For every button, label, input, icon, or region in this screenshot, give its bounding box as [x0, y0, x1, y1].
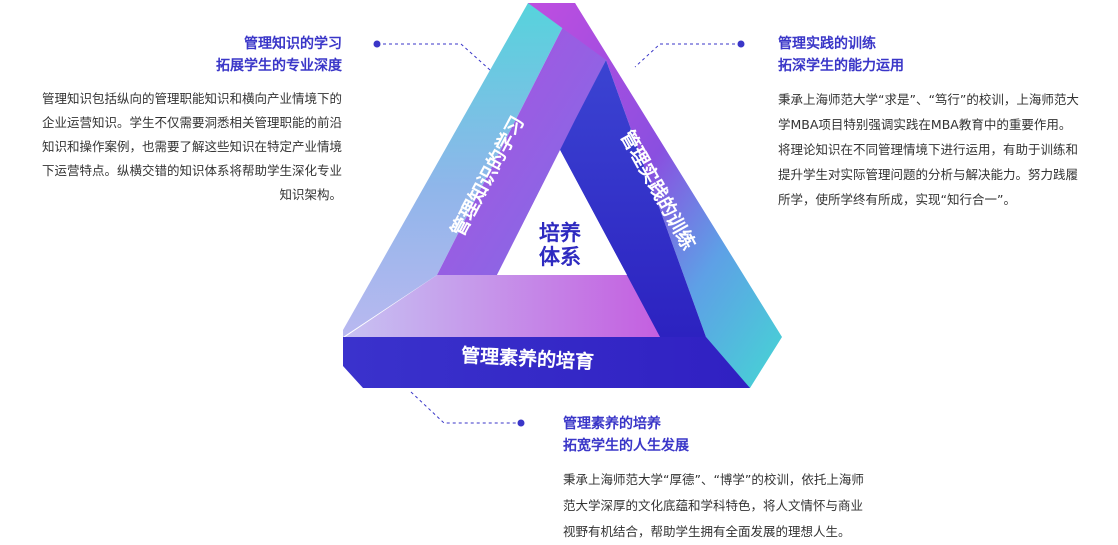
section-practice-title1: 管理实践的训练 — [778, 36, 876, 52]
section-practice-body: 秉承上海师范大学“求是”、“笃行”的校训，上海师范大 学MBA项目特别强调实践在… — [778, 87, 1118, 212]
section-knowledge-line: 知识和操作案例，也需要了解这些知识在特定产业情境 — [41, 139, 342, 154]
section-practice: 管理实践的训练 拓深学生的能力运用 秉承上海师范大学“求是”、“笃行”的校训，上… — [778, 33, 1118, 212]
section-knowledge-body: 管理知识包括纵向的管理职能知识和横向产业情境下的 企业运营知识。学生不仅需要洞悉… — [0, 87, 342, 207]
connector-literacy — [410, 391, 521, 424]
connector-dot-literacy — [517, 419, 525, 427]
section-literacy: 管理素养的培养 拓宽学生的人生发展 秉承上海师范大学“厚德”、“博学”的校训，依… — [563, 413, 913, 545]
bottom-band-inner-face — [345, 275, 660, 337]
center-label-line1: 培养 — [539, 221, 581, 245]
center-label-line2: 体系 — [539, 245, 581, 269]
section-practice-line: 秉承上海师范大学“求是”、“笃行”的校训，上海师范大 — [778, 92, 1079, 107]
section-knowledge-line: 知识架构。 — [279, 187, 342, 202]
section-knowledge-line: 管理知识包括纵向的管理职能知识和横向产业情境下的 — [41, 91, 342, 106]
connector-dot-practice — [737, 40, 745, 48]
connector-dot-knowledge — [373, 40, 381, 48]
left-band-inner-face — [437, 3, 606, 275]
section-practice-line: 提升学生对实际管理问题的分析与解决能力。努力践履 — [778, 167, 1079, 182]
section-literacy-line: 视野有机结合，帮助学生拥有全面发展的理想人生。 — [563, 524, 851, 539]
section-knowledge-title2: 拓展学生的专业深度 — [216, 58, 342, 74]
section-literacy-title1: 管理素养的培养 — [563, 416, 661, 432]
section-practice-line: 将理论知识在不同管理情境下进行运用，有助于训练和 — [778, 142, 1079, 157]
section-knowledge-title1: 管理知识的学习 — [244, 36, 342, 52]
left-band — [343, 3, 575, 337]
section-practice-line: 学MBA项目特别强调实践在MBA教育中的重要作用。 — [778, 117, 1072, 132]
section-practice-line: 所学，使所学终有所成，实现“知行合一”。 — [778, 192, 1016, 207]
section-knowledge-line: 企业运营知识。学生不仅需要洞悉相关管理职能的前沿 — [41, 115, 342, 130]
right-band-inner-face — [560, 60, 706, 337]
bottom-band — [343, 337, 750, 388]
section-literacy-body: 秉承上海师范大学“厚德”、“博学”的校训，依托上海师 范大学深厚的文化底蕴和学科… — [563, 467, 913, 545]
section-literacy-line: 范大学深厚的文化底蕴和学科特色，将人文情怀与商业 — [563, 498, 864, 513]
connector-practice — [634, 43, 741, 68]
section-knowledge: 管理知识的学习 拓展学生的专业深度 管理知识包括纵向的管理职能知识和横向产业情境… — [0, 33, 342, 207]
section-knowledge-line: 下运营特点。纵横交错的知识体系将帮助学生深化专业 — [41, 163, 342, 178]
section-literacy-line: 秉承上海师范大学“厚德”、“博学”的校训，依托上海师 — [563, 472, 864, 487]
right-band — [528, 3, 782, 388]
section-practice-title2: 拓深学生的能力运用 — [778, 58, 904, 74]
section-literacy-title2: 拓宽学生的人生发展 — [563, 438, 689, 454]
connector-knowledge — [377, 43, 491, 71]
center-triangle — [497, 150, 627, 275]
